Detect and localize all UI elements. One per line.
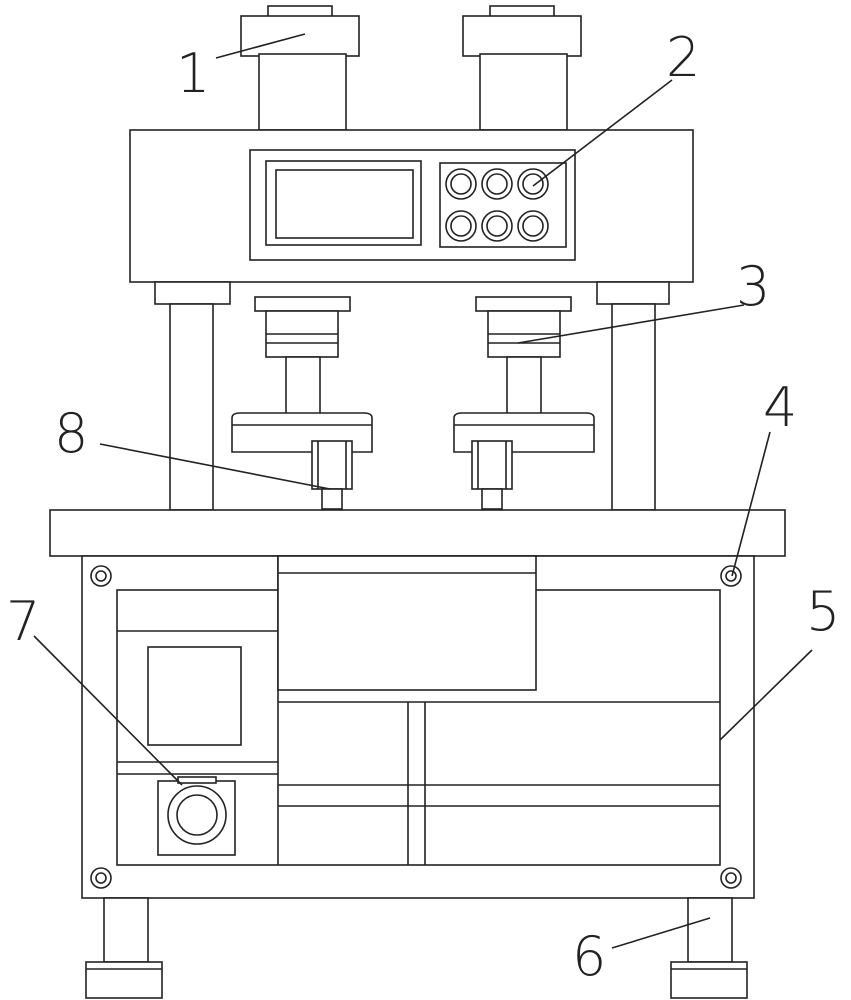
guide-column-left <box>154 281 231 511</box>
leader-8 <box>99 443 331 490</box>
leg-right <box>670 897 748 999</box>
bolt <box>720 565 742 587</box>
panel-button <box>481 210 513 242</box>
press-head-right <box>453 296 595 510</box>
panel-button <box>481 168 513 200</box>
leader-1 <box>215 33 306 59</box>
leader-5 <box>719 649 813 741</box>
panel-button <box>445 168 477 200</box>
panel-buttons <box>445 168 549 242</box>
leader-7 <box>33 635 183 786</box>
corner-bolts <box>90 565 742 889</box>
leader-6 <box>611 917 711 949</box>
callout-3: 3 <box>736 255 770 318</box>
leader-2 <box>532 79 673 187</box>
leader-3 <box>517 304 745 344</box>
control-panel <box>249 149 576 261</box>
guide-column-right <box>596 281 670 511</box>
callout-1: 1 <box>176 42 210 105</box>
leader-4 <box>731 431 771 577</box>
panel-button <box>445 210 477 242</box>
top-cylinder-left <box>240 5 360 131</box>
bolt <box>720 867 742 889</box>
press-head-left <box>231 296 373 510</box>
callout-8: 8 <box>54 402 88 465</box>
callout-4: 4 <box>763 376 797 439</box>
callout-labels: 1 2 3 4 5 6 7 8 <box>6 26 840 988</box>
worktable-plate <box>49 509 786 557</box>
panel-button <box>517 210 549 242</box>
cabinet-window <box>147 646 242 746</box>
rotary-knob <box>157 776 236 856</box>
top-cylinder-right <box>462 5 582 131</box>
callout-2: 2 <box>666 26 700 89</box>
bolt <box>90 867 112 889</box>
leader-lines <box>33 33 813 949</box>
leg-left <box>85 897 163 999</box>
callout-6: 6 <box>572 925 606 988</box>
bolt <box>90 565 112 587</box>
callout-7: 7 <box>6 590 40 653</box>
callout-5: 5 <box>806 580 840 643</box>
panel-button <box>517 168 549 200</box>
